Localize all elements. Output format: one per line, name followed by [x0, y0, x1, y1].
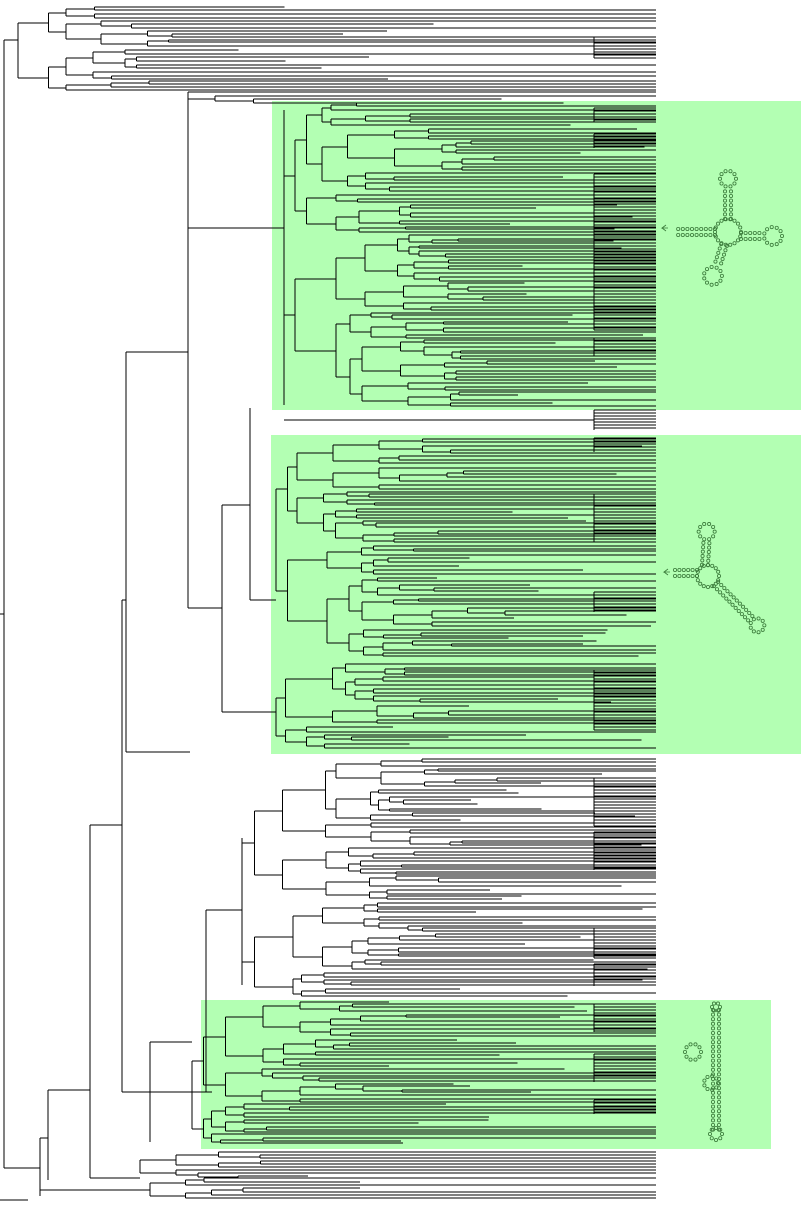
rna-structure-three-way-junction: [662, 522, 767, 635]
phylogenetic-tree: [0, 6, 656, 1201]
rna-structure-cloverleaf: [660, 169, 785, 287]
rna-structure-long-hairpin: [683, 1001, 725, 1143]
tree-figure: [0, 6, 801, 1201]
